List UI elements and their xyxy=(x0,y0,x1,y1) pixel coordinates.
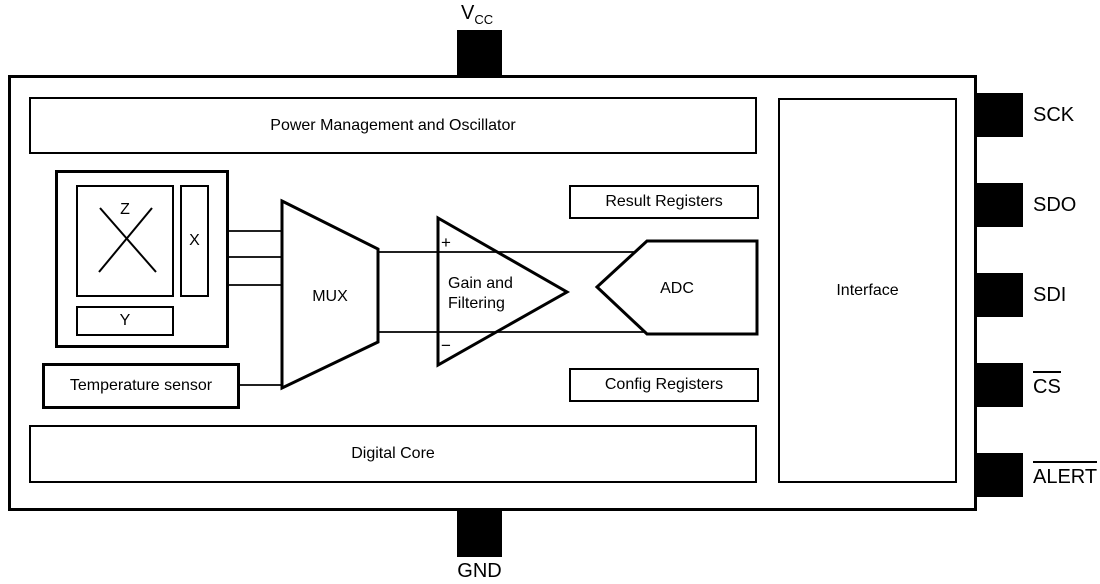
z-cross-icon xyxy=(99,207,157,273)
interface-block: Interface xyxy=(778,98,957,483)
config-registers-label: Config Registers xyxy=(604,376,724,393)
sensor-z-label: Z xyxy=(120,201,130,218)
vcc-pad xyxy=(457,30,502,76)
sensor-block xyxy=(55,170,229,348)
gnd-pad xyxy=(457,511,502,557)
sensor-y-label: Y xyxy=(119,312,131,329)
result-registers-label: Result Registers xyxy=(605,193,723,210)
adc-label: ADC xyxy=(660,280,694,297)
sck-label-text: SCK xyxy=(1033,103,1075,126)
config-registers-block: Config Registers xyxy=(569,368,759,402)
sck-pad xyxy=(977,93,1023,137)
sensor-x-label: X xyxy=(189,232,200,249)
amp-gain-filtering-label: Gain and Filtering xyxy=(448,274,513,314)
interface-label: Interface xyxy=(836,281,899,299)
sensor-x-box: X xyxy=(180,185,209,297)
sensor-y-box: Y xyxy=(76,306,174,336)
mux-trapezoid xyxy=(280,198,380,391)
power-management-label: Power Management and Oscillator xyxy=(270,116,516,134)
vcc-label-sub: CC xyxy=(474,12,494,27)
vcc-label-main: V xyxy=(461,2,475,24)
sdi-label-text: SDI xyxy=(1033,283,1067,306)
cs-pin-label: CS xyxy=(1033,363,1100,407)
digital-core-block: Digital Core xyxy=(29,425,757,483)
result-registers-block: Result Registers xyxy=(569,185,759,219)
sensor-z-box: Z xyxy=(76,185,174,297)
sdi-pin-label: SDI xyxy=(1033,273,1100,317)
cs-label-text: CS xyxy=(1033,371,1061,399)
sdo-pin-label: SDO xyxy=(1033,183,1100,227)
z-cross-icon xyxy=(98,207,153,273)
sdi-pad xyxy=(977,273,1023,317)
temperature-sensor-block: Temperature sensor xyxy=(42,363,240,409)
adc-pentagon xyxy=(594,239,759,336)
amp-label-line2: Filtering xyxy=(448,295,505,312)
digital-core-label: Digital Core xyxy=(351,445,435,462)
sck-pin-label: SCK xyxy=(1033,93,1100,137)
amp-label-line1: Gain and xyxy=(448,275,513,292)
gnd-pin-label: GND xyxy=(457,560,502,582)
power-management-block: Power Management and Oscillator xyxy=(29,97,757,154)
cs-pad xyxy=(977,363,1023,407)
sdo-pad xyxy=(977,183,1023,227)
sdo-label-text: SDO xyxy=(1033,193,1077,216)
amplifier-triangle xyxy=(436,215,571,368)
chip-outline xyxy=(8,75,977,511)
amp-plus-label: + xyxy=(441,233,451,252)
temperature-sensor-label: Temperature sensor xyxy=(69,377,213,394)
amp-minus-label: − xyxy=(441,336,451,355)
alert-label-text: ALERT xyxy=(1033,461,1098,489)
vcc-pin-label: VCC xyxy=(461,2,494,27)
alert-pad xyxy=(977,453,1023,497)
mux-label: MUX xyxy=(312,288,348,305)
alert-pin-label: ALERT xyxy=(1033,453,1100,497)
